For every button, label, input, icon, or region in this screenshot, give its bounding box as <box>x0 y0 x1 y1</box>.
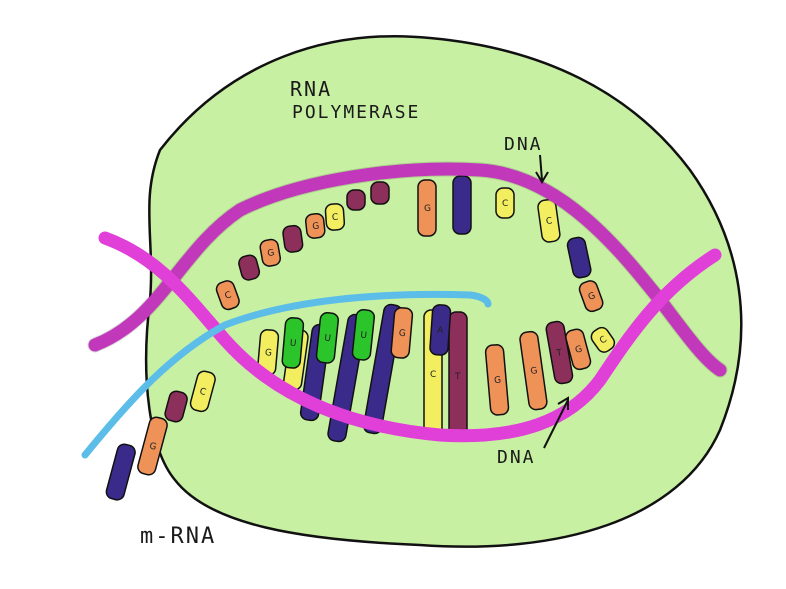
mrna-base: A <box>430 304 451 355</box>
top-strand-base <box>282 225 303 253</box>
dna-bottom-label: DNA <box>497 447 536 468</box>
mrna-tail-base <box>105 443 137 502</box>
bottom-strand-base: T <box>449 312 467 440</box>
top-strand-base: G <box>418 180 436 236</box>
bottom-strand-base-letter: G <box>494 376 502 387</box>
top-strand-base-block <box>371 182 389 204</box>
mrna-base-letter: U <box>360 331 368 342</box>
dna-top-label: DNA <box>504 134 543 155</box>
mrna-base: U <box>282 317 304 368</box>
rna-label: RNA <box>290 77 332 101</box>
bottom-strand-base-letter: T <box>454 372 461 382</box>
bottom-strand-base-letter: G <box>530 366 538 377</box>
top-strand-base-letter: C <box>332 213 339 223</box>
top-strand-base <box>371 182 389 204</box>
top-strand-base <box>453 176 471 234</box>
mrna-label: m-RNA <box>140 524 216 549</box>
top-strand-base-block <box>282 225 303 253</box>
top-strand-base: G <box>305 213 325 239</box>
top-strand-base-block <box>347 190 365 210</box>
mrna-base-letter: U <box>324 334 332 345</box>
mrna-base-letter: U <box>289 339 296 350</box>
polymerase-label: POLYMERASE <box>292 102 420 123</box>
mrna-tail-base-block <box>105 443 137 502</box>
top-strand-base-letter: G <box>424 204 431 214</box>
top-strand-base-block <box>453 176 471 234</box>
top-strand-base <box>347 190 365 210</box>
mrna-base: G <box>391 307 413 358</box>
mrna-base-letter: G <box>265 348 273 359</box>
top-strand-base: C <box>325 203 345 230</box>
top-strand-base: C <box>496 188 514 218</box>
top-strand-base-letter: G <box>312 222 320 233</box>
mrna-base-letter: G <box>398 329 406 340</box>
bottom-strand-base-letter: C <box>430 370 436 380</box>
top-strand-base-letter: C <box>502 199 508 209</box>
